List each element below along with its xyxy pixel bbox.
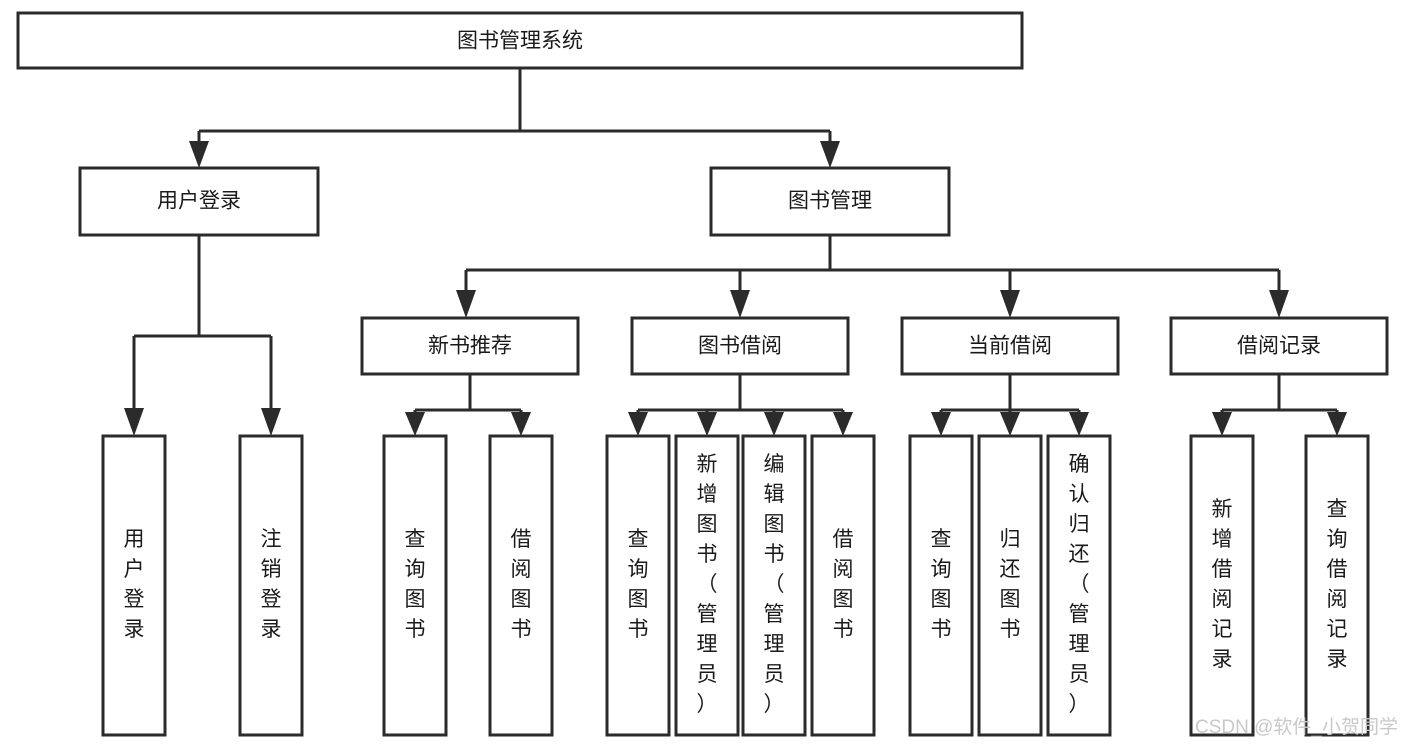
node-leaf-query-book-2-box[interactable]: [605, 434, 671, 737]
node-leaf-query-book-2[interactable]: 查询图书: [605, 434, 671, 737]
node-borrow-record-box[interactable]: [1169, 316, 1389, 376]
csdn-watermark: CSDN @软件_小贺同学: [1195, 716, 1398, 738]
node-leaf-borrow-book-1-label: 借阅图书: [511, 528, 532, 641]
arrow-bm-book-borrow: [730, 290, 750, 318]
node-leaf-confirm-return[interactable]: 确认归还（管理员）: [1046, 434, 1112, 737]
arrow-cb-leaf-3: [1069, 412, 1089, 436]
node-current-borrow-label: 当前借阅: [968, 335, 1052, 358]
arrow-root-to-book-manage: [820, 141, 840, 168]
node-current-borrow[interactable]: 当前借阅: [900, 316, 1120, 376]
node-leaf-query-book-3-label: 查询图书: [931, 528, 952, 641]
node-leaf-user-logout-label: 注销登录: [261, 528, 282, 641]
arrow-cb-leaf-2: [1000, 412, 1020, 436]
node-current-borrow-box[interactable]: [900, 316, 1120, 376]
node-new-book-recommend-label: 新书推荐: [428, 335, 512, 358]
node-root[interactable]: 图书管理系统: [16, 11, 1024, 70]
node-leaf-return-book-box[interactable]: [977, 434, 1043, 737]
arrow-user-login-leaf-1: [124, 408, 144, 436]
arrow-bb-leaf-2: [697, 412, 717, 436]
arrow-bm-new-book: [456, 290, 476, 318]
node-leaf-query-book-2-label: 查询图书: [628, 528, 649, 641]
node-book-manage-label: 图书管理: [788, 190, 872, 213]
node-book-borrow-label: 图书借阅: [698, 335, 782, 358]
arrow-nbr-leaf-2: [511, 412, 531, 436]
node-user-login-box[interactable]: [78, 166, 320, 237]
arrow-bb-leaf-4: [833, 412, 853, 436]
node-leaf-return-book-label: 归还图书: [1000, 528, 1021, 641]
node-leaf-borrow-book-1[interactable]: 借阅图书: [488, 434, 554, 737]
node-book-manage-box[interactable]: [709, 166, 951, 237]
node-borrow-record[interactable]: 借阅记录: [1169, 316, 1389, 376]
node-leaf-user-logout[interactable]: 注销登录: [238, 434, 304, 737]
node-leaf-user-login-box[interactable]: [101, 434, 167, 737]
node-leaf-query-book-3-box[interactable]: [908, 434, 974, 737]
node-leaf-add-book[interactable]: 新增图书（管理员）: [674, 434, 740, 737]
node-book-borrow-box[interactable]: [630, 316, 850, 376]
node-root-box[interactable]: [16, 11, 1024, 70]
node-leaf-add-book-label: 新增图书（管理员）: [697, 453, 718, 716]
node-leaf-query-book-1-box[interactable]: [382, 434, 448, 737]
node-leaf-borrow-book-2[interactable]: 借阅图书: [810, 434, 876, 737]
node-leaf-query-record-label: 查询借阅记录: [1327, 498, 1348, 671]
node-leaf-query-book-1[interactable]: 查询图书: [382, 434, 448, 737]
arrow-bm-current-borrow: [1000, 290, 1020, 318]
node-leaf-confirm-return-box[interactable]: [1046, 434, 1112, 737]
node-leaf-edit-book[interactable]: 编辑图书（管理员）: [741, 434, 807, 737]
node-leaf-user-logout-box[interactable]: [238, 434, 304, 737]
node-leaf-borrow-book-1-box[interactable]: [488, 434, 554, 737]
arrow-cb-leaf-1: [931, 412, 951, 436]
arrow-user-login-leaf-2: [261, 408, 281, 436]
node-leaf-add-record[interactable]: 新增借阅记录: [1189, 434, 1255, 737]
node-leaf-query-record-box[interactable]: [1304, 434, 1370, 737]
node-leaf-query-book-3[interactable]: 查询图书: [908, 434, 974, 737]
node-leaf-edit-book-box[interactable]: [741, 434, 807, 737]
node-leaf-return-book[interactable]: 归还图书: [977, 434, 1043, 737]
node-leaf-add-book-box[interactable]: [674, 434, 740, 737]
connector-layer: [124, 68, 1347, 436]
node-book-borrow[interactable]: 图书借阅: [630, 316, 850, 376]
arrow-root-to-user-login: [189, 141, 209, 168]
node-leaf-borrow-book-2-box[interactable]: [810, 434, 876, 737]
node-root-label: 图书管理系统: [457, 30, 583, 53]
node-leaf-user-login-label: 用户登录: [124, 528, 145, 641]
arrow-bm-borrow-record: [1269, 290, 1289, 318]
node-leaf-add-record-box[interactable]: [1189, 434, 1255, 737]
node-leaf-borrow-book-2-label: 借阅图书: [833, 528, 854, 641]
node-leaf-add-record-label: 新增借阅记录: [1212, 498, 1233, 671]
node-new-book-recommend[interactable]: 新书推荐: [360, 316, 580, 376]
node-borrow-record-label: 借阅记录: [1237, 335, 1321, 358]
node-book-manage[interactable]: 图书管理: [709, 166, 951, 237]
node-new-book-recommend-box[interactable]: [360, 316, 580, 376]
node-user-login[interactable]: 用户登录: [78, 166, 320, 237]
node-leaf-edit-book-label: 编辑图书（管理员）: [764, 453, 785, 716]
node-leaf-user-login[interactable]: 用户登录: [101, 434, 167, 737]
arrow-nbr-leaf-1: [405, 412, 425, 436]
arrow-bb-leaf-1: [628, 412, 648, 436]
arrow-br-leaf-1: [1212, 412, 1232, 436]
arrow-bb-leaf-3: [764, 412, 784, 436]
arrow-br-leaf-2: [1327, 412, 1347, 436]
node-user-login-label: 用户登录: [157, 190, 241, 213]
node-leaf-query-book-1-label: 查询图书: [405, 528, 426, 641]
node-leaf-confirm-return-label: 确认归还（管理员）: [1069, 453, 1090, 716]
node-leaf-query-record[interactable]: 查询借阅记录: [1304, 434, 1370, 737]
